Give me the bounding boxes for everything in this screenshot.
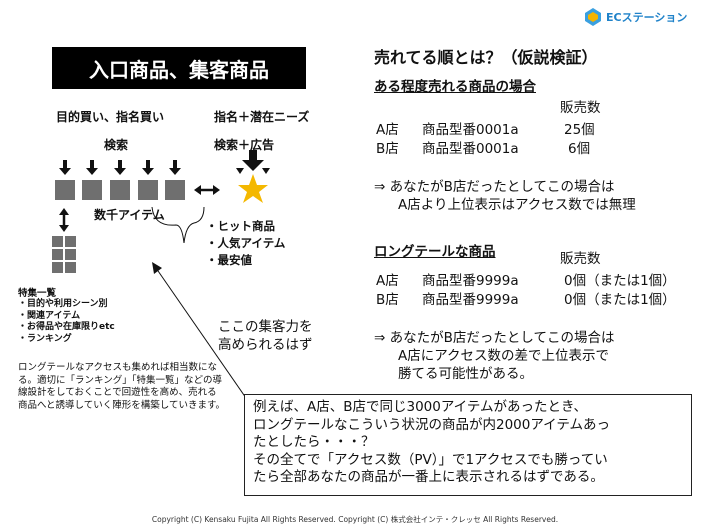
feature-title: 特集一覧: [18, 288, 57, 299]
logo-text: ECステーション: [606, 11, 688, 24]
feature-list: 特集一覧 ・目的や利用シーン別 ・関連アイテム ・お得品や在庫限りetc ・ラン…: [18, 285, 115, 345]
section2-col-header: 販売数: [560, 251, 601, 267]
copyright-footer: Copyright (C) Kensaku Fujita All Rights …: [151, 515, 559, 524]
items-label: 数千アイテム: [94, 208, 165, 222]
bullet-list: ・ヒット商品 ・人気アイテム ・最安値: [206, 218, 285, 269]
star-with-arrows-icon: [236, 150, 270, 203]
right-heading: 売れてる順とは？（仮説検証）: [374, 48, 598, 67]
annotation: ここの集客力を 高められるはず: [218, 318, 313, 354]
brand-logo: ECステーション: [583, 7, 687, 27]
callout-box: 例えば、A店、B店で同じ3000アイテムがあったとき、 ロングテールなこういう状…: [244, 394, 692, 496]
callout-line: ロングテールなこういう状況の商品が内2000アイテムあっ: [253, 416, 611, 433]
bullet-item: ・最安値: [206, 253, 252, 267]
bullet-item: ・ヒット商品: [206, 219, 275, 233]
col1-sub: 検索: [104, 138, 129, 152]
vertical-double-arrow-icon: [59, 208, 69, 232]
feature-item: ・お得品や在庫限りetc: [18, 322, 115, 332]
annotation-line: 高められるはず: [218, 337, 313, 353]
section2-conclusion: ⇒ あなたがB店だったとしてこの場合は A店にアクセス数の差で上位表示で 勝てる…: [374, 330, 615, 382]
bracket-curve: [151, 206, 205, 244]
section1-col-header: 販売数: [560, 100, 601, 116]
section1-title: ある程度売れる商品の場合: [374, 79, 536, 95]
bullet-item: ・人気アイテム: [206, 236, 286, 250]
annotation-line: ここの集客力を: [218, 319, 313, 335]
col1-heading: 目的買い、指名買い: [56, 110, 165, 124]
ec-station-logo-icon: [585, 8, 601, 26]
callout-line: 例えば、A店、B店で同じ3000アイテムがあったとき、: [253, 399, 588, 415]
callout-line: たとしたら・・・？: [253, 434, 375, 450]
callout-line: たら全部あなたの商品が一番上に表示されるはずである。: [253, 469, 604, 485]
feature-item: ・目的や利用シーン別: [18, 299, 108, 309]
page-title: 入口商品、集客商品: [52, 47, 306, 89]
section1-conclusion: ⇒ あなたがB店だったとしてこの場合は A店より上位表示はアクセス数では無理: [374, 179, 636, 213]
col2-heading: 指名＋潜在ニーズ: [214, 110, 310, 124]
feature-item: ・関連アイテム: [18, 310, 81, 321]
diagonal-arrow: [152, 262, 247, 399]
feature-item: ・ランキング: [18, 333, 72, 344]
section2-title: ロングテールな商品: [374, 244, 496, 260]
col2-sub: 検索＋広告: [214, 138, 275, 152]
longtail-note: ロングテールなアクセスも集めれば相当数になる。適切に「ランキング」「特集一覧」な…: [18, 362, 226, 411]
callout-line: その全てで「アクセス数（PV）」で1アクセスでも勝ってい: [253, 451, 608, 468]
double-arrow-icon: [194, 185, 220, 195]
